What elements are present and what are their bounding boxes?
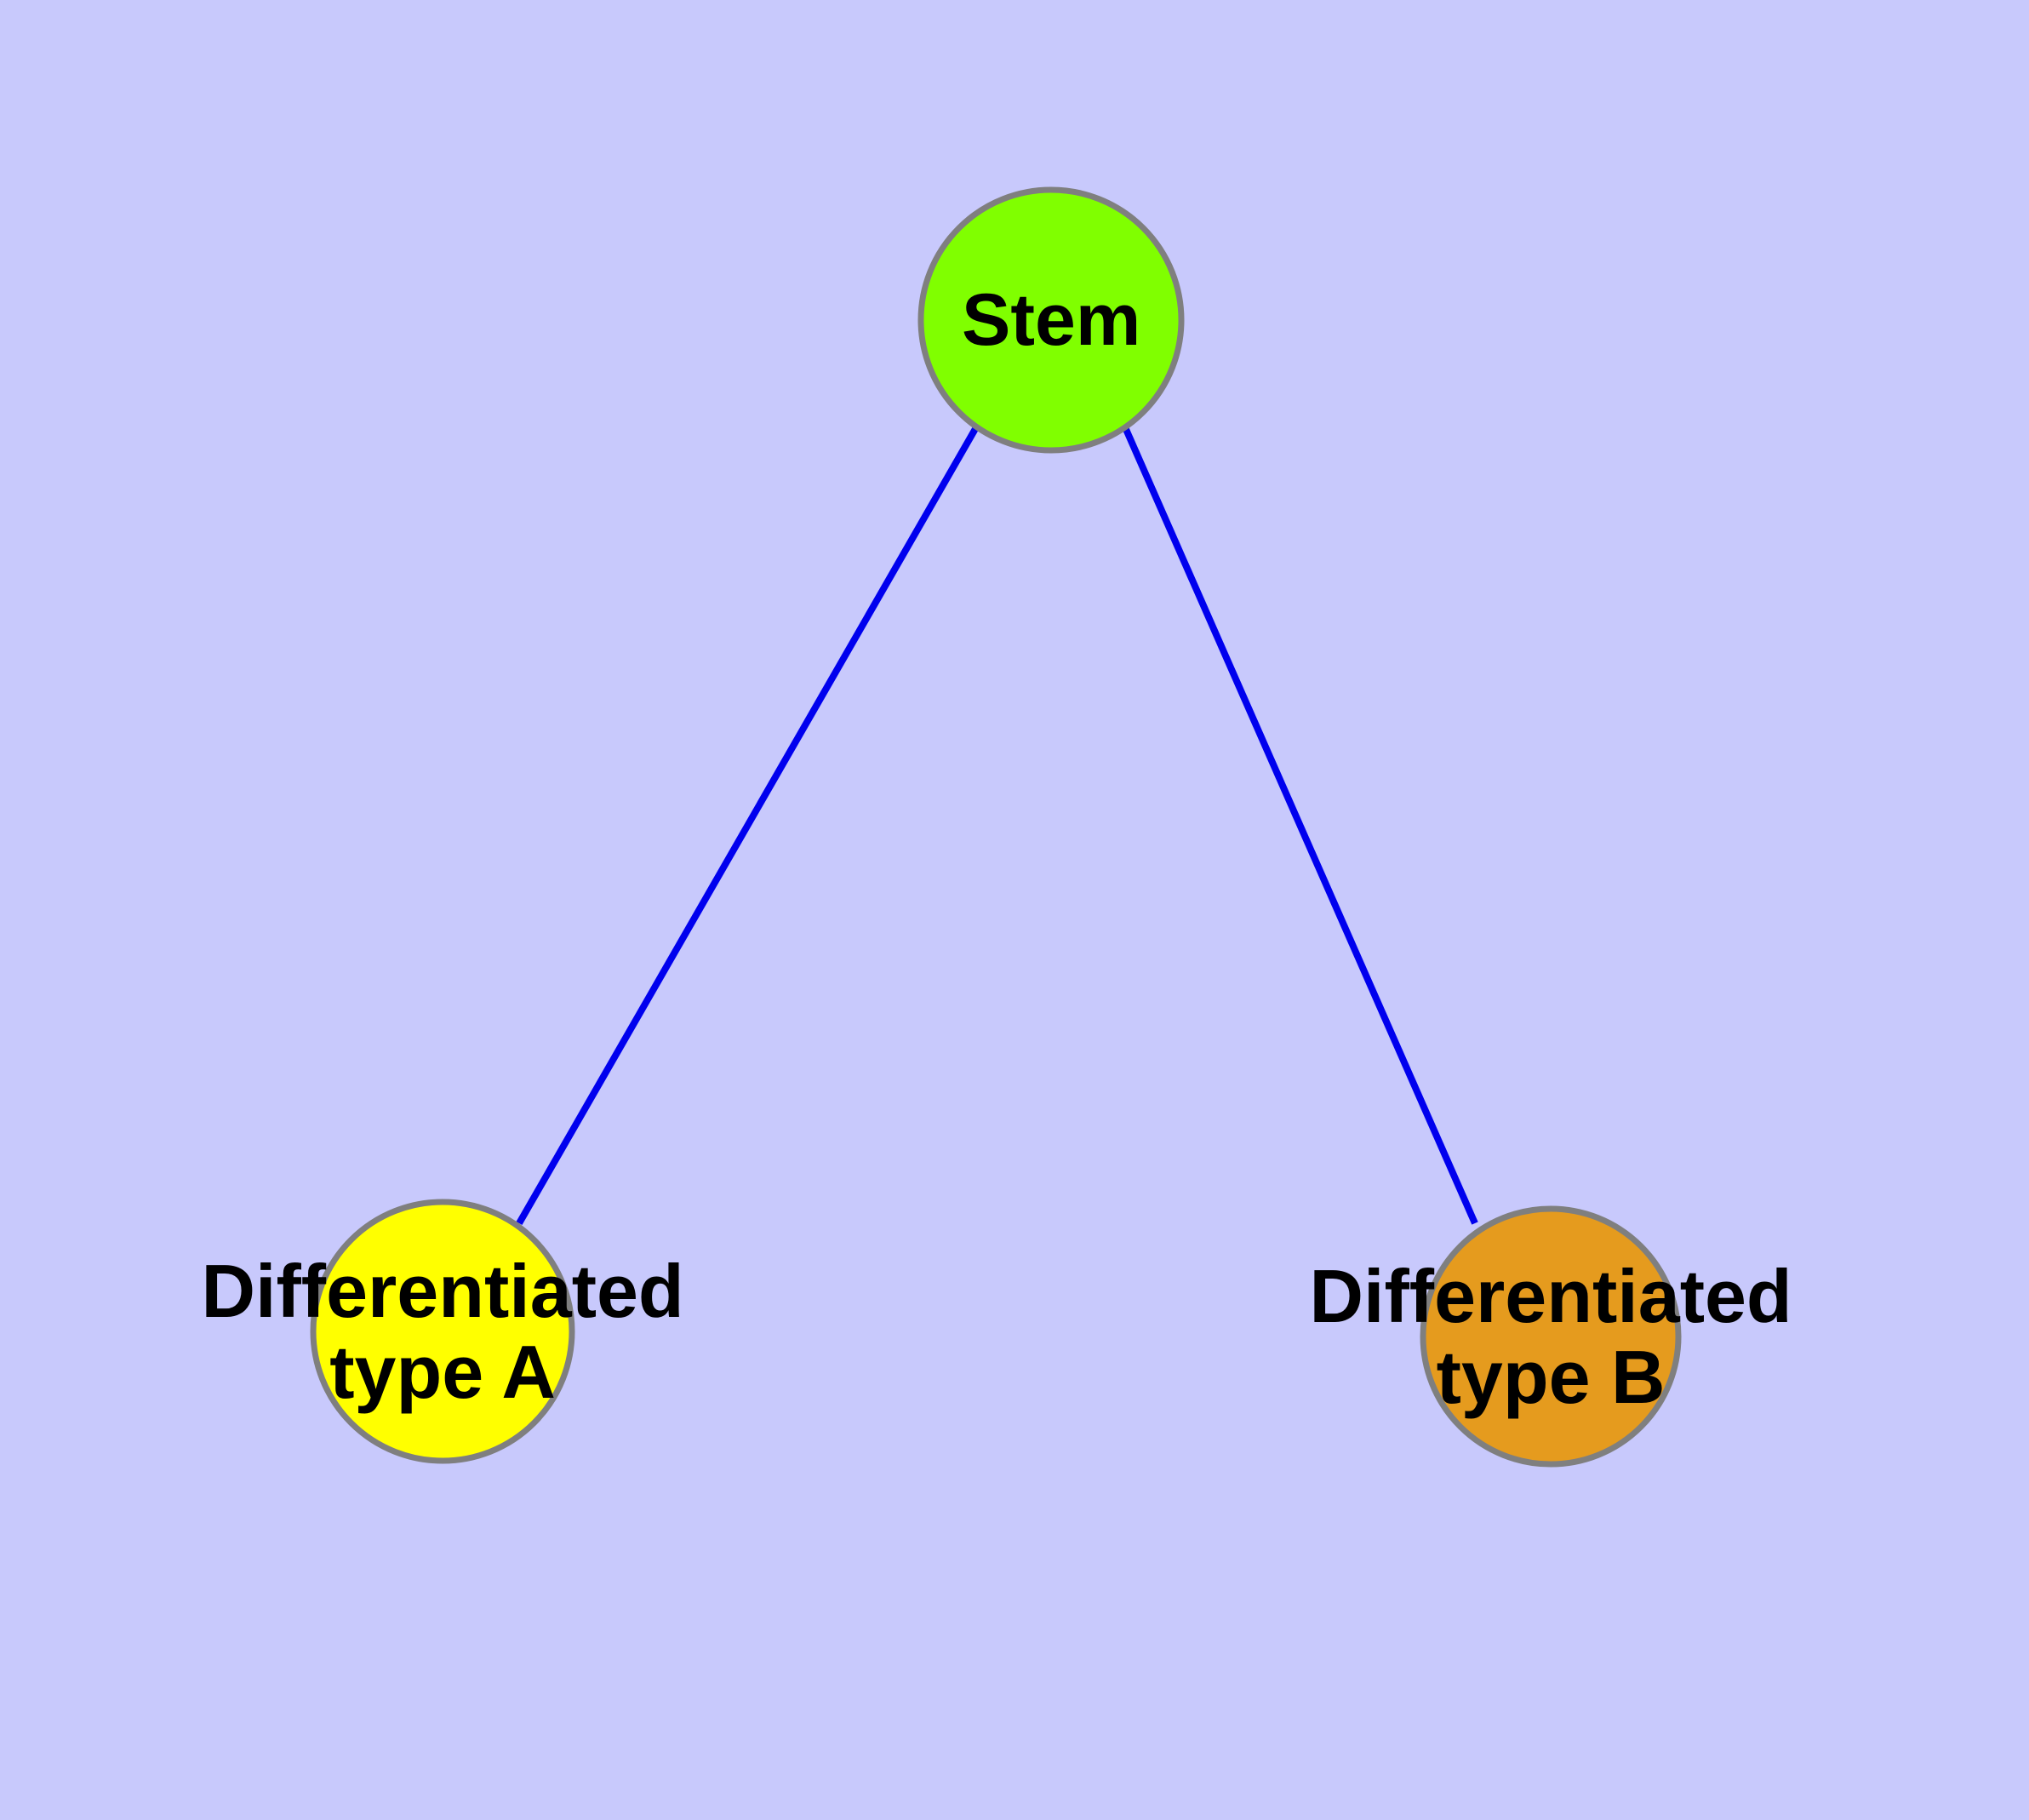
edges-group [516, 426, 1478, 1225]
node-differentiated-type-a[interactable] [310, 1199, 575, 1464]
node-stem[interactable] [917, 186, 1185, 454]
edge-stem-to-differentiated-type-a[interactable] [516, 426, 980, 1225]
nodes-group [310, 186, 1682, 1468]
edge-stem-to-differentiated-type-b[interactable] [1122, 426, 1478, 1225]
node-differentiated-type-b[interactable] [1420, 1205, 1682, 1468]
